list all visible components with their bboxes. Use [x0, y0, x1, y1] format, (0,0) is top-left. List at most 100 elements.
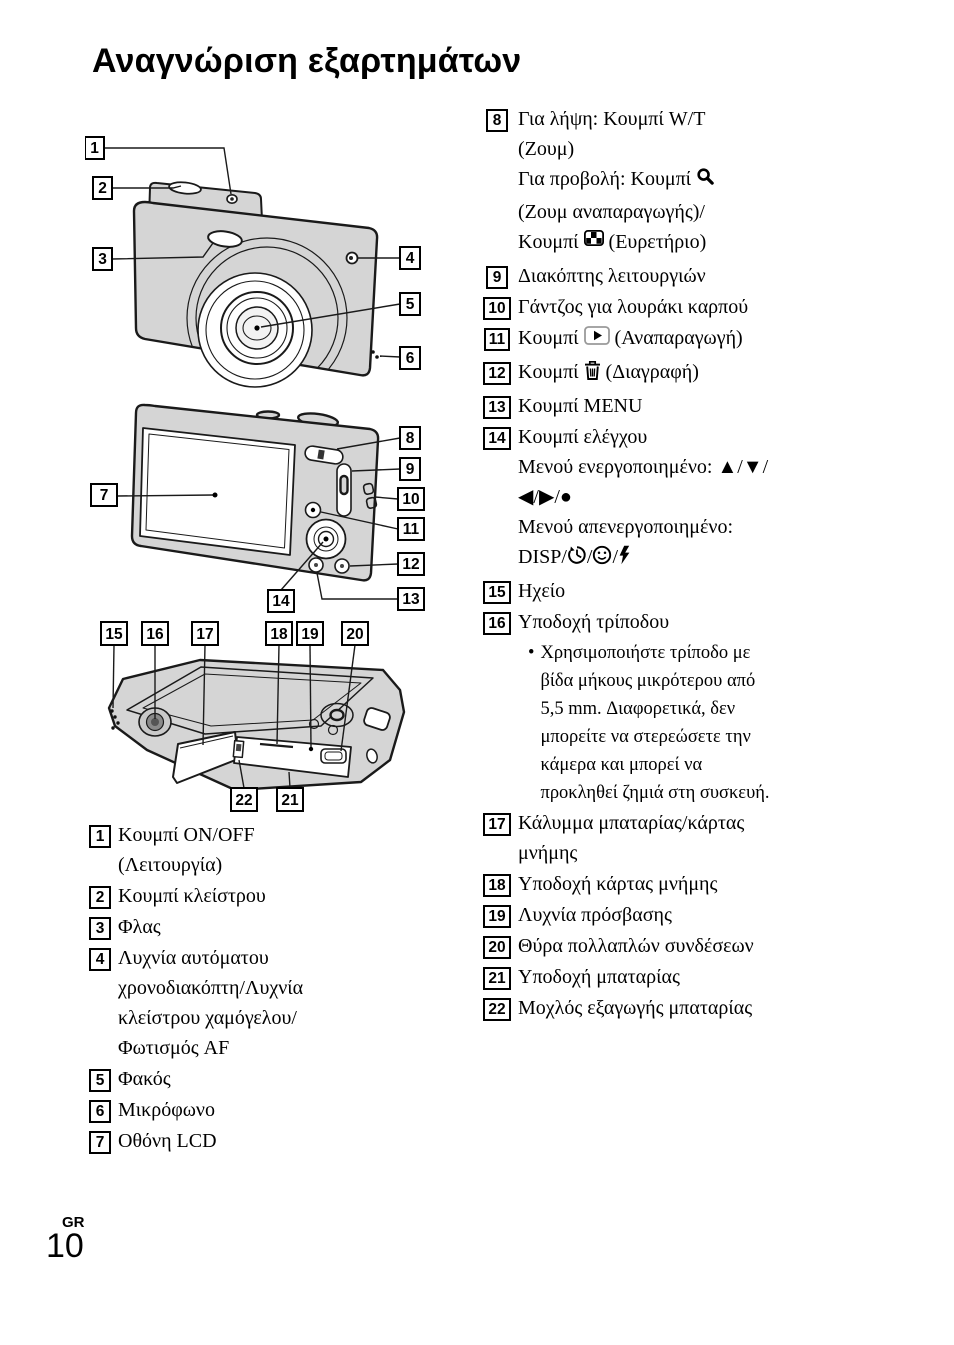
- part-number-column: 7: [88, 1126, 112, 1154]
- lens-barrel: [197, 272, 313, 388]
- part-text: Θύρα πολλαπλών συνδέσεων: [518, 935, 754, 957]
- multi-connector-shape: [320, 748, 347, 764]
- part-item-21: 21 Υποδοχή μπαταρίας: [482, 962, 922, 992]
- battery-eject-lever-shape: [232, 739, 245, 759]
- part-description: Οθόνη LCD: [118, 1126, 217, 1156]
- part-text: Μοχλός εξαγωγής μπαταρίας: [518, 997, 753, 1019]
- part-number-badge: 9: [486, 266, 508, 289]
- part-number-badge: 21: [483, 967, 511, 990]
- part-text: ◀/▶/●: [518, 486, 572, 508]
- svg-text:13: 13: [402, 591, 420, 608]
- part-description: Μικρόφωνο: [118, 1095, 215, 1125]
- svg-text:12: 12: [402, 556, 419, 573]
- part-description: Κουμπί (Αναπαραγωγή): [518, 323, 743, 356]
- callout-11: 11: [320, 511, 425, 541]
- svg-text:5: 5: [406, 296, 415, 313]
- part-item-20: 20 Θύρα πολλαπλών συνδέσεων: [482, 931, 922, 961]
- part-text: (Λειτουργία): [118, 854, 223, 876]
- part-item-5: 5 Φακός: [88, 1064, 498, 1094]
- part-number-badge: 7: [89, 1131, 111, 1154]
- part-number-badge: 14: [483, 427, 511, 450]
- page-number: 10: [46, 1227, 84, 1265]
- part-number-column: 2: [88, 881, 112, 909]
- part-text: Φλας: [118, 916, 161, 938]
- part-item-22: 22 Μοχλός εξαγωγής μπαταρίας: [482, 993, 922, 1023]
- callout-6: 6: [379, 346, 421, 370]
- part-text: /: [586, 546, 593, 568]
- battery-door-shape: [172, 731, 239, 784]
- part-text: Φακός: [118, 1068, 171, 1090]
- mode-switch-shape: [336, 463, 352, 517]
- part-text: μνήμης: [518, 842, 578, 864]
- speaker-holes: [110, 709, 120, 730]
- part-text: (Ζουμ): [518, 138, 575, 160]
- part-item-2: 2 Κουμπί κλείστρου: [88, 881, 498, 911]
- camera-bottom-diagram: 15 16 17 18 19 20 21: [100, 621, 406, 812]
- callout-20: 20: [340, 621, 369, 752]
- part-description: Γάντζος για λουράκι καρπού: [518, 292, 748, 322]
- zoom-rocker-shape: [304, 445, 344, 465]
- part-description: Υποδοχή κάρτας μνήμης: [518, 869, 717, 899]
- memory-card-slot-shape: [259, 742, 294, 749]
- svg-text:7: 7: [100, 487, 109, 504]
- part-text: κλείστρου χαμόγελου/: [118, 1007, 297, 1029]
- af-lamp-shape: [345, 251, 359, 265]
- part-number-badge: 13: [483, 396, 511, 419]
- part-text: Κουμπί: [518, 361, 584, 383]
- part-item-13: 13 Κουμπί MENU: [482, 391, 922, 421]
- part-number-column: 22: [482, 993, 512, 1021]
- part-description: Λυχνία πρόσβασης: [518, 900, 672, 930]
- svg-text:18: 18: [270, 626, 288, 643]
- trash-icon: [584, 360, 601, 390]
- part-text: Κουμπί κλείστρου: [118, 885, 266, 907]
- part-number-badge: 15: [483, 581, 511, 604]
- part-number-column: 13: [482, 391, 512, 419]
- part-text: Κουμπί MENU: [518, 395, 643, 417]
- svg-text:15: 15: [105, 626, 123, 643]
- part-number-column: 17: [482, 808, 512, 836]
- control-pad-bottom: [308, 702, 354, 736]
- part-number-badge: 10: [483, 297, 511, 320]
- part-number-column: 18: [482, 869, 512, 897]
- part-number-badge: 4: [89, 948, 111, 971]
- svg-text:2: 2: [98, 180, 107, 197]
- svg-text:10: 10: [402, 491, 419, 508]
- part-text: (Ευρετήριο): [603, 231, 707, 253]
- part-text: (Διαγραφή): [600, 361, 699, 383]
- lens-outer-rings: [186, 237, 348, 376]
- svg-text:14: 14: [272, 593, 290, 610]
- part-number-badge: 16: [483, 612, 511, 635]
- part-number-column: 5: [88, 1064, 112, 1092]
- camera-front-diagram: 1 2 3 4 5 6: [85, 136, 421, 388]
- callout-2: 2: [92, 176, 182, 200]
- part-text: /: [612, 546, 619, 568]
- svg-text:19: 19: [301, 626, 319, 643]
- control-wheel-shape: [305, 518, 347, 560]
- part-text: Λυχνία αυτόματου: [118, 947, 269, 969]
- part-description: Ηχείο: [518, 576, 565, 606]
- part-description: Κουμπί (Διαγραφή): [518, 357, 699, 390]
- part-text: Μικρόφωνο: [118, 1099, 215, 1121]
- part-description: Υποδοχή τρίποδου•Χρησιμοποιήστε τρίποδο …: [518, 607, 770, 807]
- part-number-column: 4: [88, 943, 112, 971]
- part-number-badge: 20: [483, 936, 511, 959]
- part-text: (Ζουμ αναπαραγωγής)/: [518, 201, 705, 223]
- flash-icon: [618, 545, 631, 575]
- svg-text:6: 6: [406, 350, 415, 367]
- bullet: •: [528, 643, 535, 663]
- part-number-badge: 2: [89, 886, 111, 909]
- part-text: DISP/: [518, 546, 567, 568]
- part-text: Για λήψη: Κουμπί W/T: [518, 108, 706, 130]
- part-number-column: 8: [482, 104, 512, 132]
- callout-15: 15: [100, 621, 128, 709]
- part-description: Υποδοχή μπαταρίας: [518, 962, 680, 992]
- part-text: Λυχνία πρόσβασης: [518, 904, 672, 926]
- part-number-column: 12: [482, 357, 512, 385]
- callout-16: 16: [141, 621, 169, 719]
